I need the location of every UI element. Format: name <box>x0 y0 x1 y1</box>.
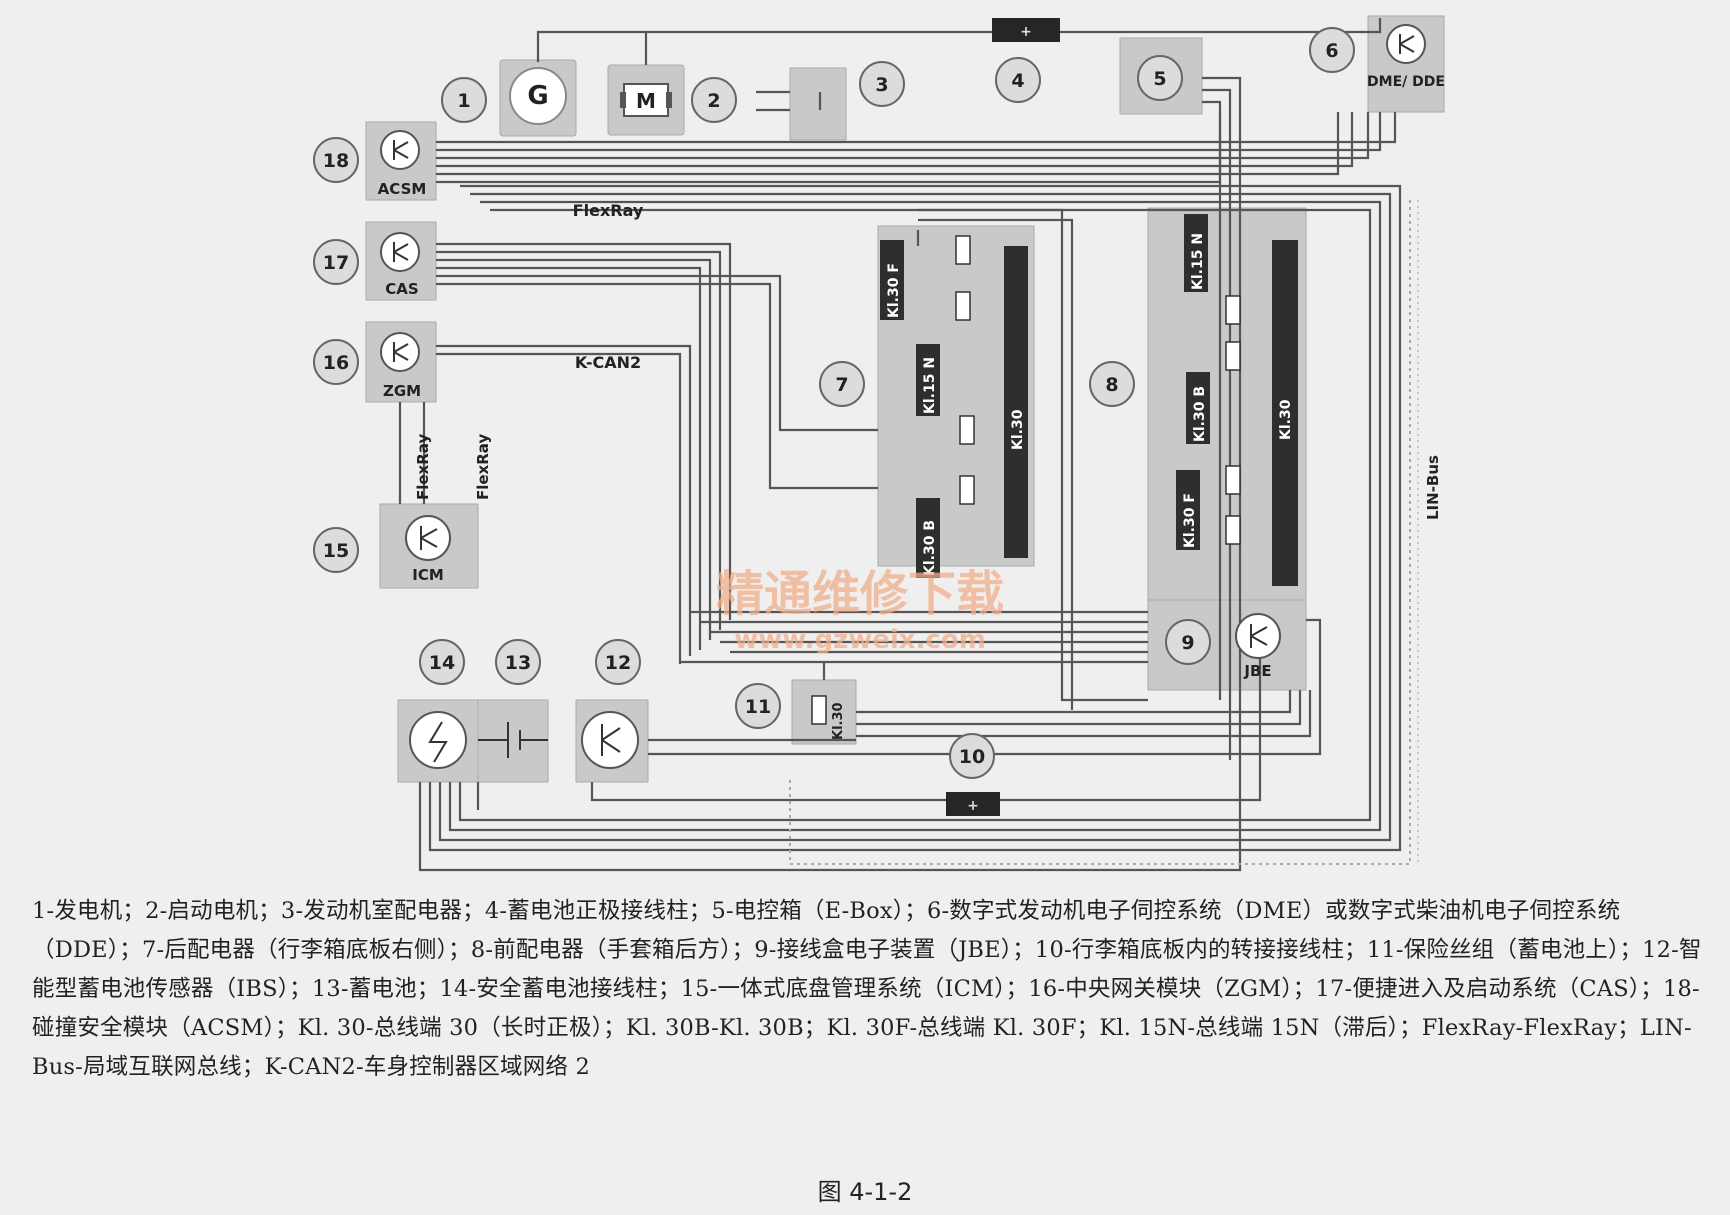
callout-7: 7 <box>835 374 848 396</box>
callout-5: 5 <box>1153 68 1166 90</box>
callout-11: 11 <box>745 696 771 718</box>
icm-icon <box>405 515 451 561</box>
positive-terminal-10: + <box>946 792 1000 816</box>
callout-14: 14 <box>429 652 455 674</box>
flexray-label-top: FlexRay <box>573 201 644 220</box>
callout-9: 9 <box>1181 632 1194 654</box>
callouts <box>313 27 1355 779</box>
kcan2-label: K-CAN2 <box>575 353 641 372</box>
dme-label: DME/ DDE <box>1367 74 1445 90</box>
jbe-icon <box>1235 613 1281 659</box>
generator-icon: G <box>509 67 567 125</box>
transistor-glyphs <box>393 34 1415 763</box>
icm-label: ICM <box>412 566 444 584</box>
callout-6: 6 <box>1325 40 1338 62</box>
dme-icon <box>1386 24 1426 64</box>
linbus-label: LIN-Bus <box>1424 455 1442 520</box>
zgm-label: ZGM <box>383 382 421 400</box>
callout-16: 16 <box>323 352 349 374</box>
cas-icon <box>380 232 420 272</box>
watermark-text: 精通维修下载 <box>716 566 1004 622</box>
cas-label: CAS <box>385 280 418 298</box>
svg-text:Kl.30: Kl.30 <box>1010 409 1026 450</box>
callout-3: 3 <box>875 74 888 96</box>
svg-text:+: + <box>1020 24 1032 40</box>
lin-bus-line <box>789 200 1411 865</box>
svg-text:Kl.30: Kl.30 <box>1278 399 1294 440</box>
callout-13: 13 <box>505 652 531 674</box>
terminal-bars <box>880 214 1298 586</box>
callout-4: 4 <box>1011 70 1024 92</box>
svg-text:M: M <box>636 89 656 113</box>
callout-2: 2 <box>707 90 720 112</box>
callout-18: 18 <box>323 150 349 172</box>
callout-12: 12 <box>605 652 631 674</box>
callout-17: 17 <box>323 252 349 274</box>
module-icons <box>380 24 1426 769</box>
relay-symbols <box>811 235 1241 725</box>
zgm-icon <box>380 332 420 372</box>
ibs-icon <box>581 711 639 769</box>
callout-10: 10 <box>959 746 985 768</box>
jbe-label: JBE <box>1243 662 1271 680</box>
svg-text:Kl.15 N: Kl.15 N <box>1190 233 1206 290</box>
svg-text:Kl.30 B: Kl.30 B <box>922 520 938 576</box>
svg-text:Kl.30: Kl.30 <box>831 702 846 740</box>
box-engine-distributor <box>789 67 847 141</box>
watermark-url: www.gzweix.com <box>734 625 986 655</box>
callout-numbers: 1 2 3 4 5 6 7 8 9 10 11 12 13 14 15 16 1… <box>323 40 1339 768</box>
svg-text:Kl.30 B: Kl.30 B <box>1192 386 1208 442</box>
flexray-label-right: FlexRay <box>474 434 492 500</box>
svg-text:Kl.30 F: Kl.30 F <box>1182 493 1198 548</box>
svg-text:Kl.15 N: Kl.15 N <box>922 357 938 414</box>
svg-text:+: + <box>967 798 979 814</box>
figure-caption: 1-发电机；2-启动电机；3-发动机室配电器；4-蓄电池正极接线柱；5-电控箱（… <box>32 898 1702 1080</box>
acsm-label: ACSM <box>378 180 427 198</box>
positive-terminal-4: + <box>992 18 1060 42</box>
wiring-diagram: + + G M ACSM CAS ZGM I <box>313 15 1445 872</box>
battery-terminal-icon <box>409 711 467 769</box>
callout-15: 15 <box>323 540 349 562</box>
flexray-label-left: FlexRay <box>414 434 432 500</box>
starter-motor-icon: M <box>620 83 672 117</box>
svg-text:Kl.30 F: Kl.30 F <box>886 263 902 318</box>
wiring <box>398 18 1402 872</box>
svg-text:G: G <box>527 81 548 111</box>
acsm-icon <box>380 130 420 170</box>
callout-8: 8 <box>1105 374 1118 396</box>
figure-title: 图 4-1-2 <box>817 1178 913 1206</box>
callout-1: 1 <box>457 90 470 112</box>
terminal-labels: Kl.30 F Kl.15 N Kl.30 B Kl.30 Kl.15 N Kl… <box>831 233 1294 740</box>
